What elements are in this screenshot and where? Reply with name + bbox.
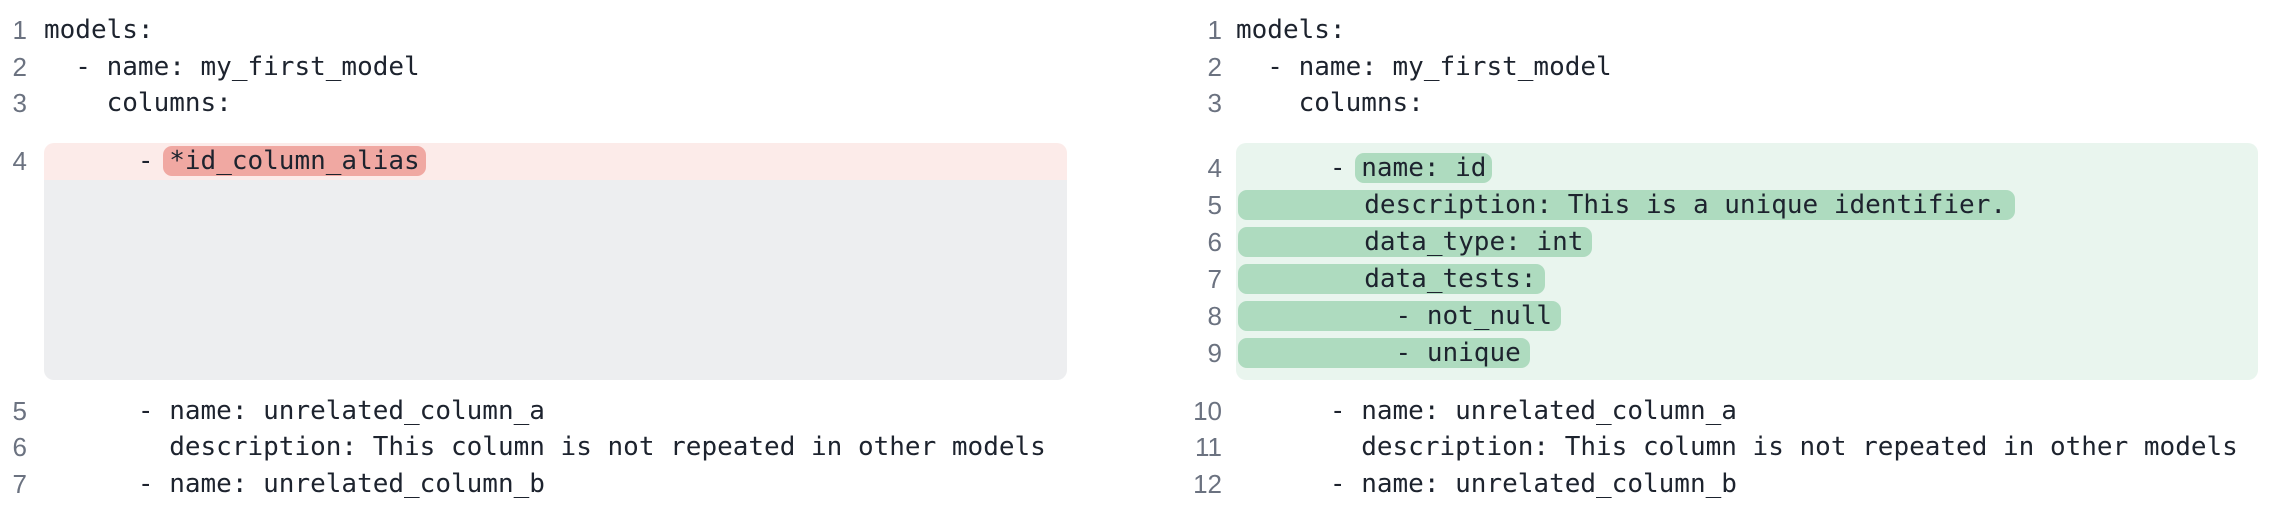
code-text: - name: unrelated_column_a xyxy=(44,395,545,426)
code-text: models: xyxy=(44,15,154,45)
diff-token-added: name: id xyxy=(1355,152,1493,183)
code-text: models: xyxy=(1236,15,1346,45)
code-line: 3 columns: xyxy=(0,85,1139,122)
diff-token-added: description: This is a unique identifier… xyxy=(1238,189,2016,220)
hunk-line-numbers: 4 5 6 7 8 9 xyxy=(1139,143,1222,380)
diff-token-added: - unique xyxy=(1238,337,1530,368)
line-number: 8 xyxy=(1207,300,1222,331)
diff-pane-new: 1 models: 2 - name: my_first_model 3 col… xyxy=(1139,12,2278,528)
added-code-line: - unique xyxy=(1236,335,2258,372)
diff-token-added: - not_null xyxy=(1238,300,1562,331)
line-number: 4 xyxy=(1207,152,1222,183)
code-text: - name: my_first_model xyxy=(1236,51,1612,82)
diff-token-added: data_tests: xyxy=(1238,263,1546,294)
code-line: 7 - name: unrelated_column_b xyxy=(0,466,1139,503)
hunk-line-numbers: 4 xyxy=(0,143,27,380)
line-number: 2 xyxy=(1207,51,1222,82)
line-number: 3 xyxy=(12,88,27,119)
added-code-line: - name: id xyxy=(1236,150,2258,187)
added-code-line: data_tests: xyxy=(1236,261,2258,298)
code-text: columns: xyxy=(44,88,232,119)
line-number: 7 xyxy=(1207,263,1222,294)
code-text: description: This column is not repeated… xyxy=(1236,432,2238,463)
line-number: 1 xyxy=(12,15,27,45)
line-number: 6 xyxy=(1207,226,1222,257)
line-number: 11 xyxy=(1195,432,1222,463)
code-text: - name: unrelated_column_a xyxy=(1236,395,1737,426)
hunk-content: - name: id description: This is a unique… xyxy=(1236,142,2258,380)
hunk-content: - *id_column_alias xyxy=(44,142,1067,380)
code-line: 10 - name: unrelated_column_a xyxy=(1139,393,2278,430)
code-text: columns: xyxy=(1236,88,1424,119)
added-code-line: description: This is a unique identifier… xyxy=(1236,187,2258,224)
diff-pane-old: 1 models: 2 - name: my_first_model 3 col… xyxy=(0,12,1139,528)
code-line: 1 models: xyxy=(0,12,1139,49)
code-line: 5 - name: unrelated_column_a xyxy=(0,393,1139,430)
code-text: - name: unrelated_column_b xyxy=(44,468,545,499)
line-number: 7 xyxy=(12,468,27,499)
line-number: 4 xyxy=(12,145,27,176)
line-number: 9 xyxy=(1207,337,1222,368)
code-line: 12 - name: unrelated_column_b xyxy=(1139,466,2278,503)
collapsed-filler xyxy=(44,179,1067,380)
diff-token-added: data_type: int xyxy=(1238,226,1593,257)
added-code-line: data_type: int xyxy=(1236,224,2258,261)
line-number: 1 xyxy=(1207,15,1222,45)
line-number: 6 xyxy=(12,432,27,463)
removed-hunk: 4 - *id_column_alias xyxy=(0,142,1139,380)
code-text: - name: unrelated_column_b xyxy=(1236,468,1737,499)
added-code-line: - not_null xyxy=(1236,298,2258,335)
line-number: 2 xyxy=(12,51,27,82)
diff-token-removed: *id_column_alias xyxy=(163,145,426,176)
line-number: 5 xyxy=(1207,189,1222,220)
code-line: 11 description: This column is not repea… xyxy=(1139,429,2278,466)
code-line: 2 - name: my_first_model xyxy=(1139,49,2278,86)
line-number: 12 xyxy=(1193,468,1222,499)
code-line: 1 models: xyxy=(1139,12,2278,49)
code-text: - name: my_first_model xyxy=(44,51,420,82)
removed-code-line: - *id_column_alias xyxy=(44,142,1067,180)
code-line: 2 - name: my_first_model xyxy=(0,49,1139,86)
line-number: 10 xyxy=(1193,395,1222,426)
code-text: description: This column is not repeated… xyxy=(44,432,1046,463)
line-number: 3 xyxy=(1207,88,1222,119)
code-line: 3 columns: xyxy=(1139,85,2278,122)
line-number: 5 xyxy=(12,395,27,426)
added-hunk: 4 5 6 7 8 9 - name: id description: This is a… xyxy=(1139,142,2278,380)
code-line: 6 description: This column is not repeat… xyxy=(0,429,1139,466)
